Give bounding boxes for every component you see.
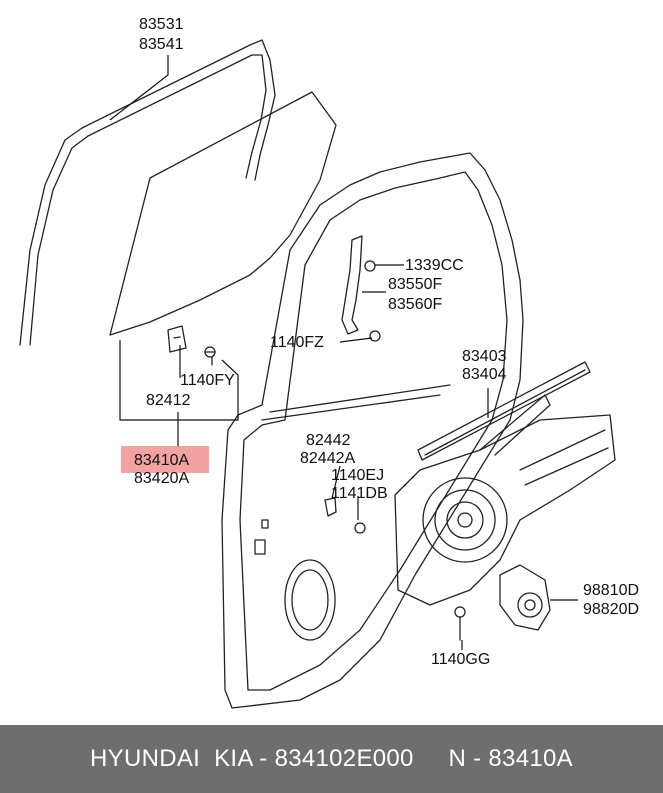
label-1141DB: 1141DB bbox=[331, 485, 388, 502]
label-1140GG: 1140GG bbox=[431, 651, 491, 668]
leader-83410A-bracket bbox=[119, 340, 239, 421]
label-1140EJ: 1140EJ bbox=[331, 467, 385, 484]
door-glass bbox=[109, 91, 337, 336]
label-83410A: 83410A bbox=[134, 452, 190, 469]
label-83403: 83403 bbox=[462, 348, 507, 365]
clip bbox=[324, 497, 337, 517]
door-frame-outline bbox=[221, 152, 524, 709]
glass-bracket bbox=[167, 325, 187, 353]
label-83550F: 83550F bbox=[388, 276, 443, 293]
parts-diagram bbox=[19, 39, 616, 709]
label-1140FZ: 1140FZ bbox=[270, 334, 324, 351]
label-82442A: 82442A bbox=[300, 450, 356, 467]
footer-bar: HYUNDAI KIA - 834102E000 N - 83410A bbox=[0, 725, 663, 793]
label-83531: 83531 bbox=[139, 16, 184, 33]
label-83560F: 83560F bbox=[388, 296, 443, 313]
window-regulator bbox=[394, 414, 616, 606]
highlight-box bbox=[121, 446, 209, 473]
door-frame-inner bbox=[239, 171, 508, 691]
regulator-rail bbox=[417, 361, 591, 461]
label-82412: 82412 bbox=[146, 392, 191, 409]
label-83420A: 83420A bbox=[134, 470, 190, 487]
label-98820D: 98820D bbox=[583, 601, 640, 618]
window-run-channel bbox=[19, 39, 276, 346]
label-83404: 83404 bbox=[462, 366, 507, 383]
leader-1140FZ bbox=[339, 337, 373, 343]
speaker-opening bbox=[284, 559, 336, 641]
lower-channel bbox=[341, 235, 363, 335]
footer-part-number: HYUNDAI KIA - 834102E000 N - 83410A bbox=[90, 745, 573, 772]
label-98810D: 98810D bbox=[583, 582, 640, 599]
leader-83531 bbox=[109, 55, 169, 121]
label-83541: 83541 bbox=[139, 36, 184, 53]
label-1339CC: 1339CC bbox=[405, 257, 464, 274]
label-1140FY: 1140FY bbox=[180, 372, 235, 389]
label-82442: 82442 bbox=[306, 432, 351, 449]
leader-82442 bbox=[331, 465, 341, 499]
regulator-motor bbox=[499, 564, 551, 631]
